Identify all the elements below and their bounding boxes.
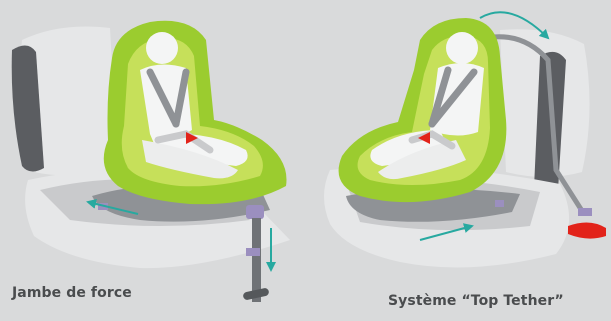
caption-support-leg: Jambe de force — [12, 285, 132, 301]
caption-top-tether: Système “Top Tether” — [388, 293, 564, 309]
right-isofix-connector — [495, 200, 504, 207]
tether-adjuster — [578, 208, 592, 216]
left-illustration-support-leg — [12, 21, 290, 302]
tether-anchor-red — [568, 222, 606, 238]
right-illustration-top-tether — [324, 12, 606, 267]
